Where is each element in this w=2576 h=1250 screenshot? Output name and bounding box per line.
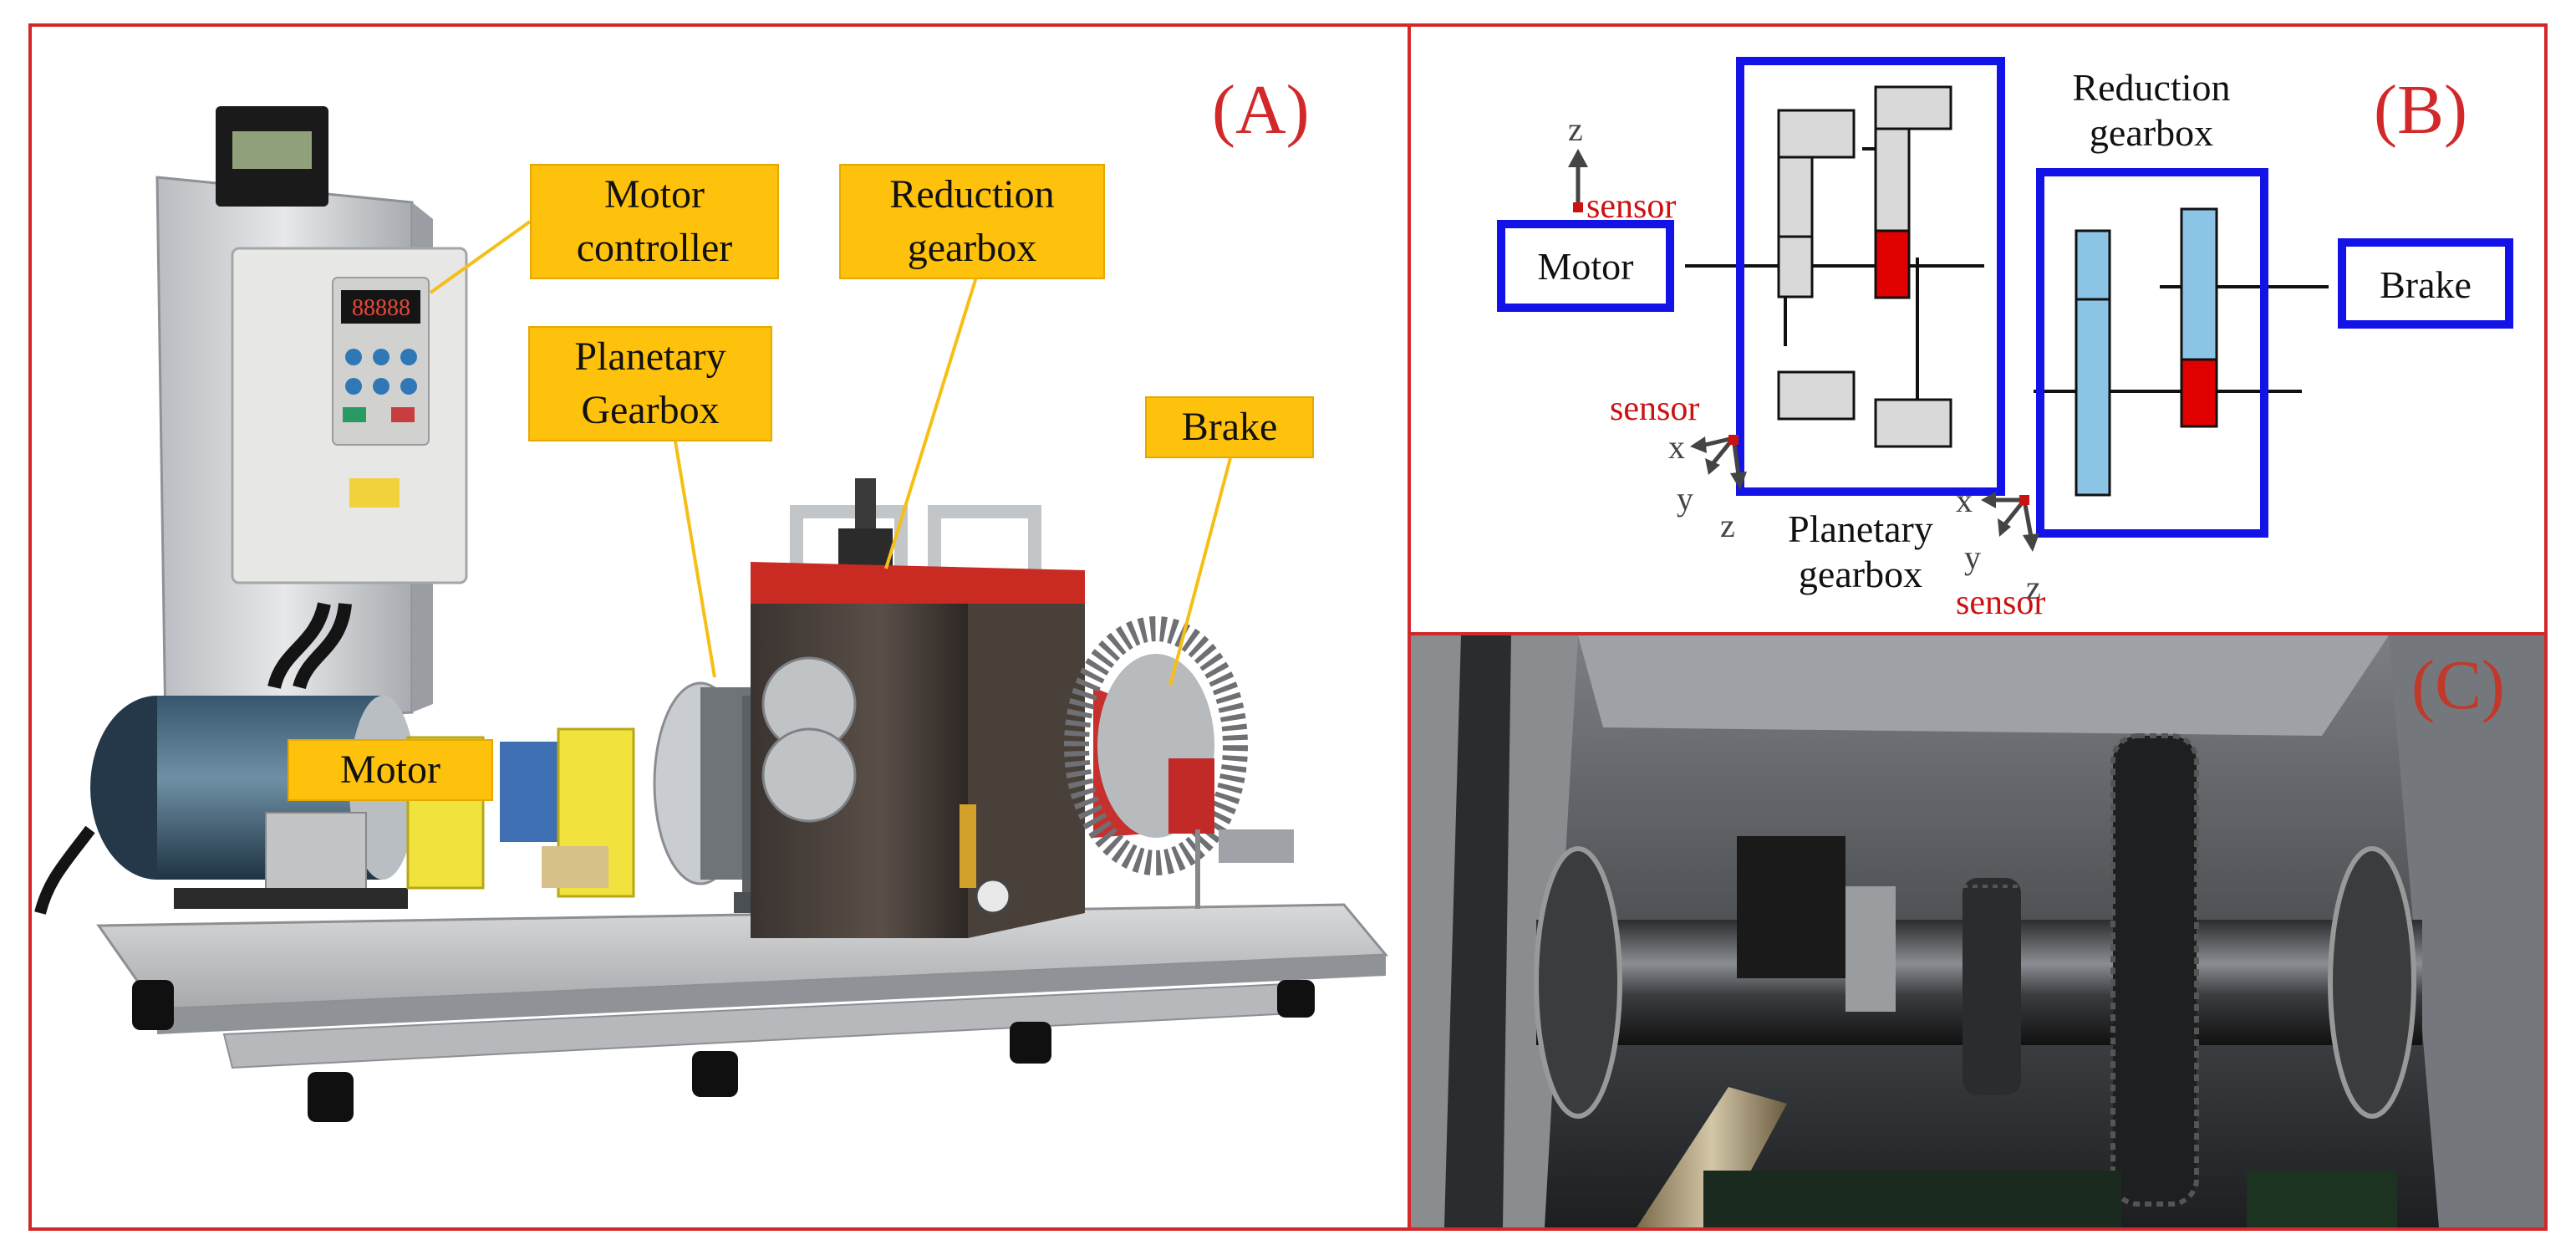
callout-motor: Motor: [288, 739, 493, 801]
planet-gear-upper: [1874, 85, 1952, 130]
brake-box: [2338, 238, 2513, 329]
panel-a-leader-lines: [429, 220, 1232, 686]
callout-reduction-gearbox: Reduction gearbox: [839, 164, 1105, 279]
sensor-planetary-axis-z: z: [1720, 507, 1735, 544]
sensor-motor: z sensor: [1568, 110, 1676, 226]
callout-motor-controller: Motor controller: [530, 164, 779, 279]
motor-box: [1497, 220, 1674, 312]
sensor-motor-label: sensor: [1586, 187, 1676, 226]
planetary-gearbox-caption-2: gearbox: [1799, 553, 1922, 595]
reduction-gearbox-box: [2036, 168, 2268, 538]
panel-c-frame: [1408, 632, 2548, 1231]
panel-b-label: (B): [2374, 71, 2467, 149]
sensor-planetary: [1690, 435, 1747, 490]
sensor-reduction-axis-x: x: [1956, 482, 1973, 519]
leader-planetary-gearbox: [674, 441, 716, 678]
panel-c-label: (C): [2411, 646, 2505, 724]
planetary-gearbox-box: [1736, 57, 2005, 496]
leader-reduction-gearbox: [884, 271, 980, 569]
test-rig-photo: 88888: [34, 106, 1389, 1122]
reduction-gearbox-caption-2: gearbox: [2090, 111, 2213, 154]
sun-gear: [1777, 109, 1856, 159]
planetary-gearbox-caption-1: Planetary: [1788, 508, 1933, 550]
leader-brake: [1168, 457, 1232, 686]
sensor-reduction-axis-z: z: [2026, 569, 2041, 606]
sensor-motor-axis-z: z: [1568, 110, 1583, 148]
brake-box-label: Brake: [2380, 263, 2472, 306]
planet-gear-fault: [1874, 229, 1911, 299]
drivetrain-schematic: Motor Brake Reduction gearbox Planetary …: [1497, 57, 2513, 622]
sensor-reduction-label: sensor: [1956, 584, 2045, 622]
motor-box-label: Motor: [1538, 245, 1634, 288]
gearbox-interior-photo: [1411, 635, 2544, 1227]
reduction-gear-input: [2075, 229, 2111, 301]
panel-a-label: (A): [1212, 71, 1310, 149]
reduction-gearbox-caption-1: Reduction: [2072, 66, 2230, 109]
callout-planetary-gearbox: Planetary Gearbox: [528, 326, 772, 441]
leader-motor-controller: [429, 220, 532, 294]
sensor-planetary-label: sensor: [1610, 390, 1699, 428]
reduction-gear-fault: [2180, 358, 2218, 428]
reduction-gear-output: [2180, 207, 2218, 361]
sensor-planetary-axis-x: x: [1668, 428, 1685, 466]
sensor-reduction-axis-y: y: [1964, 538, 1981, 576]
sensor-planetary-axis-y: y: [1677, 480, 1693, 518]
callout-brake: Brake: [1145, 396, 1314, 458]
sensor-reduction: [1981, 492, 2039, 552]
controller-display-text: 88888: [352, 295, 410, 321]
